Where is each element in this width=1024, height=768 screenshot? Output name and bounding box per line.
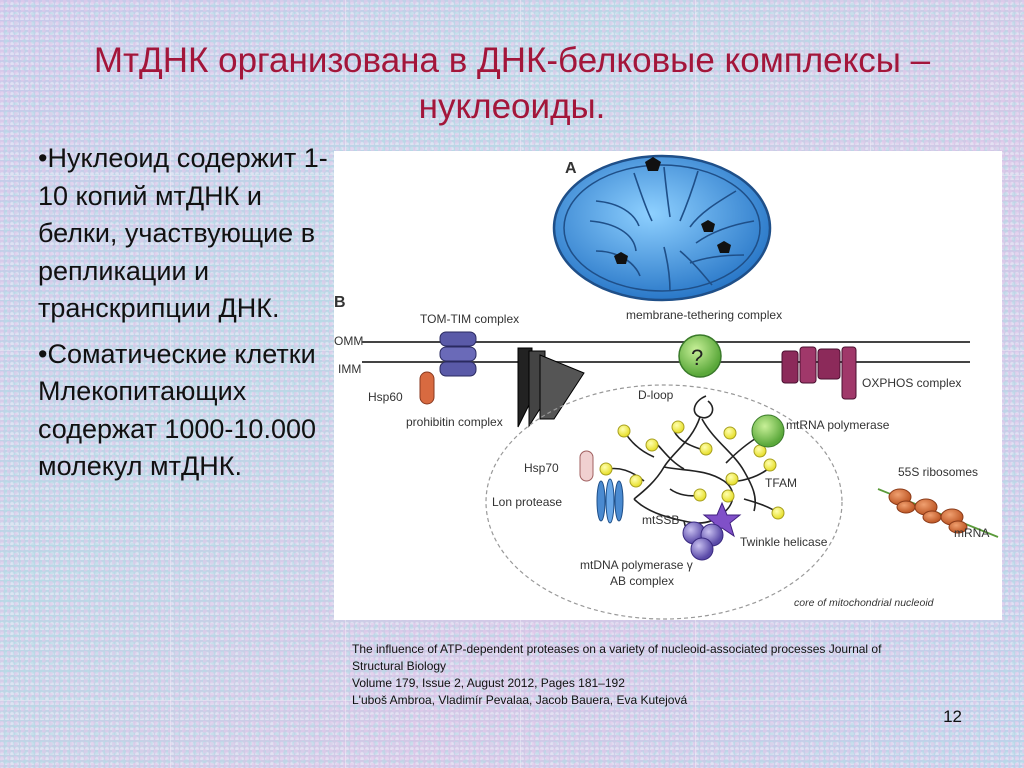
oxphos-label: OXPHOS complex [862,376,961,390]
nucleoid-marker-icon [717,241,731,253]
mtdna-polymerase [682,521,724,561]
lon-protease [596,478,624,524]
ribosomes [888,488,968,534]
panel-a-label: A [565,160,577,177]
hsp70-protein [579,450,594,482]
oxphos-complex [781,346,857,400]
tethering-label: membrane-tethering complex [626,308,782,322]
mitochondrion-outer [552,154,772,302]
mtssb-label: mtSSB [642,513,679,527]
ribosomes-label: 55S ribosomes [898,465,978,479]
nucleoid-figure: A B TOM-TIM complex membrane-tethering c… [334,151,1002,620]
ab-complex-label: AB complex [610,574,674,588]
cristae [589,166,755,292]
page-number: 12 [943,707,962,726]
mtrna-polymerase-label: mtRNA polymerase [786,418,890,432]
prohibitin-label: prohibitin complex [406,415,503,429]
background-grid [0,700,1024,701]
tethering-complex-circle [678,334,722,378]
nucleoid-marker-icon [701,220,715,232]
question-mark: ? [691,345,703,370]
hsp60-protein [419,371,435,405]
tom-tim-label: TOM-TIM complex [420,312,519,326]
tom-tim-complex [439,331,477,377]
citation-line: Volume 179, Issue 2, August 2012, Pages … [352,676,625,690]
omm-label: OMM [334,334,363,348]
slide-title: МтДНК организована в ДНК-белковые компле… [93,41,931,126]
hsp70-label: Hsp70 [524,461,559,475]
mtdna-polymerase-label: mtDNA polymerase γ [580,558,693,572]
mtrna-polymerase-circle [751,414,785,448]
panel-b-label: B [334,294,346,311]
nucleoid-marker-icon [614,252,628,264]
bullet-list: •Нуклеоид содержит 1-10 копий мтДНК и бе… [38,140,328,494]
citation-line: L'uboš Ambroa, Vladimír Pevalaa, Jacob B… [352,693,688,707]
twinkle-label: Twinkle helicase [740,535,828,549]
mtdna-strands [607,395,779,544]
bullet-item: •Соматические клетки Млекопитающих содер… [38,338,317,482]
tfam-label: TFAM [765,476,797,490]
mrna-label: mRNA [954,526,989,540]
dloop-label: D-loop [638,388,674,402]
citation: The influence of ATP-dependent proteases… [352,641,992,709]
citation-line: Structural Biology [352,659,447,673]
mitochondrion-inner [563,164,761,292]
imm-label: IMM [338,362,361,376]
nucleoid-diagram: A B TOM-TIM complex membrane-tethering c… [334,154,999,620]
prohibitin-complex [517,347,585,428]
tfam-proteins [599,420,785,520]
core-nucleoid-label: core of mitochondrial nucleoid [794,597,935,609]
citation-line: The influence of ATP-dependent proteases… [352,642,882,656]
hsp60-label: Hsp60 [368,390,403,404]
background-grid [170,0,171,768]
lon-protease-label: Lon protease [492,495,562,509]
nucleoid-marker-icon [645,157,661,171]
nucleoid-boundary [485,384,843,620]
bullet-item: •Нуклеоид содержит 1-10 копий мтДНК и бе… [38,143,328,323]
